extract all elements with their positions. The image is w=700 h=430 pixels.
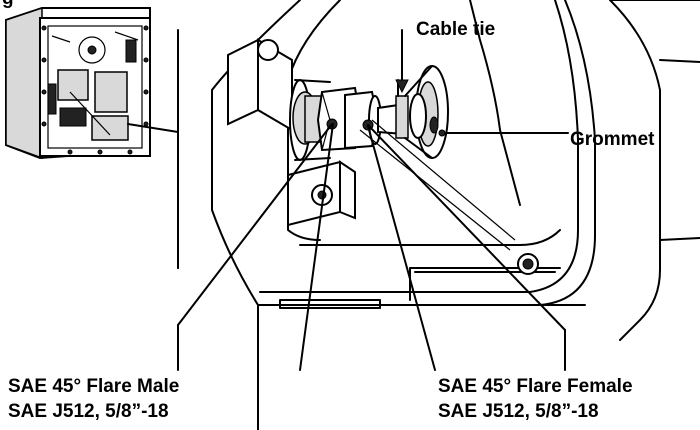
- grommet-label: Grommet: [570, 129, 655, 150]
- male-flare-label-line1: SAE 45° Flare Male: [8, 376, 180, 397]
- female-flare-label-line1: SAE 45° Flare Female: [438, 376, 633, 397]
- female-flare-label-line2: SAE J512, 5/8”-18: [438, 401, 599, 422]
- inset-unit-thumbnail: [5, 6, 179, 269]
- male-flare-label-line2: SAE J512, 5/8”-18: [8, 401, 169, 422]
- callout-leaders: [177, 29, 569, 371]
- truncated-heading-fragment: g: [2, 0, 14, 10]
- enclosure-detail-view: [211, 0, 700, 430]
- cable-tie-label: Cable tie: [416, 19, 496, 40]
